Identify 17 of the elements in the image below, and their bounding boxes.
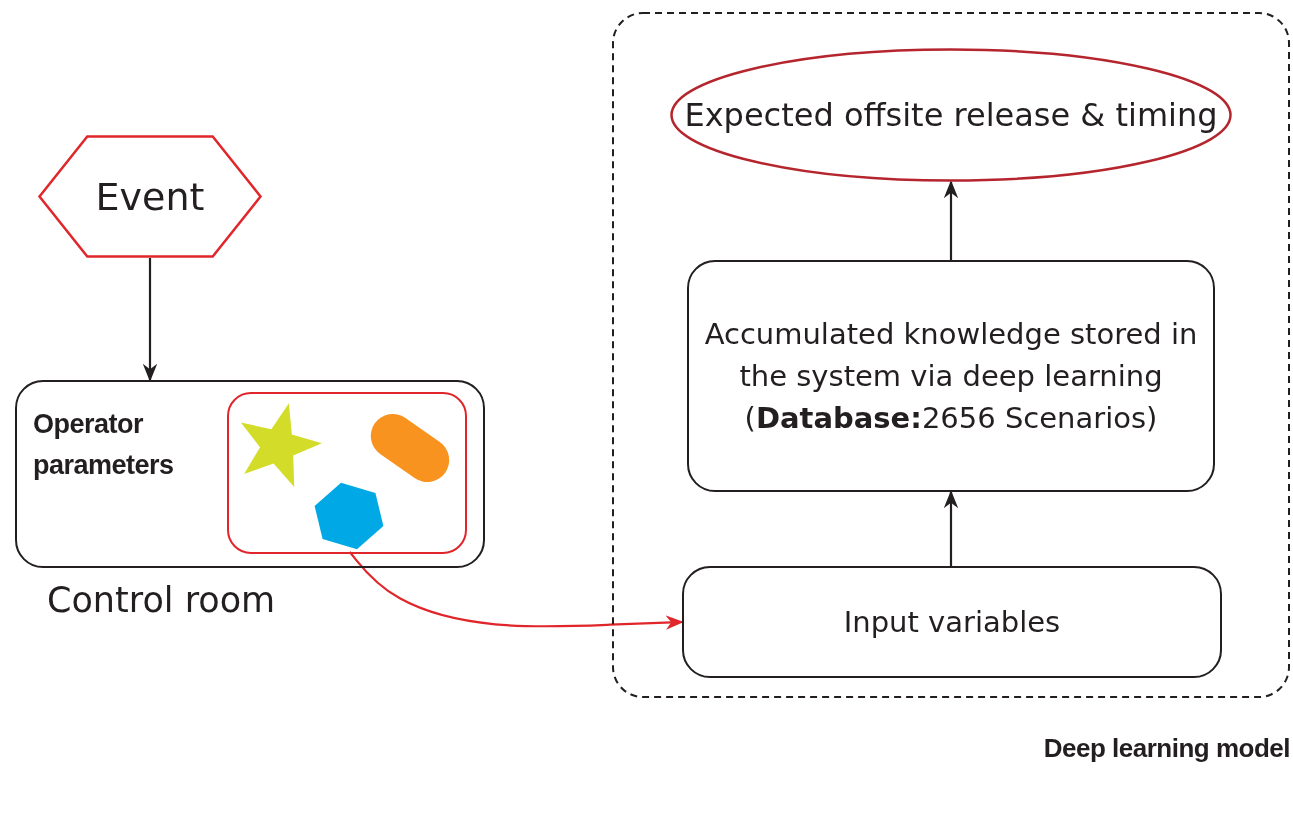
node-label: Operator parameters — [33, 408, 175, 482]
node-label: Input variables — [842, 604, 1062, 641]
node-label: Accumulated knowledge stored in the system via deep learning (Database:2656 Scenarios) — [703, 315, 1199, 437]
output-ellipse — [670, 48, 1232, 182]
arrow — [943, 490, 959, 566]
event-hexagon — [38, 135, 262, 258]
node-caption: Control room — [47, 580, 276, 620]
group-title: Deep learning model — [1043, 733, 1290, 764]
parameter-group-box — [227, 392, 467, 554]
arrow — [943, 180, 959, 260]
node-label: Event — [94, 173, 206, 221]
arrow — [348, 551, 684, 630]
model-group — [612, 12, 1290, 764]
node-label: Expected offsite release & timing — [683, 95, 1219, 136]
process-box — [682, 566, 1222, 678]
arrow — [142, 258, 158, 382]
process-box — [687, 260, 1215, 492]
